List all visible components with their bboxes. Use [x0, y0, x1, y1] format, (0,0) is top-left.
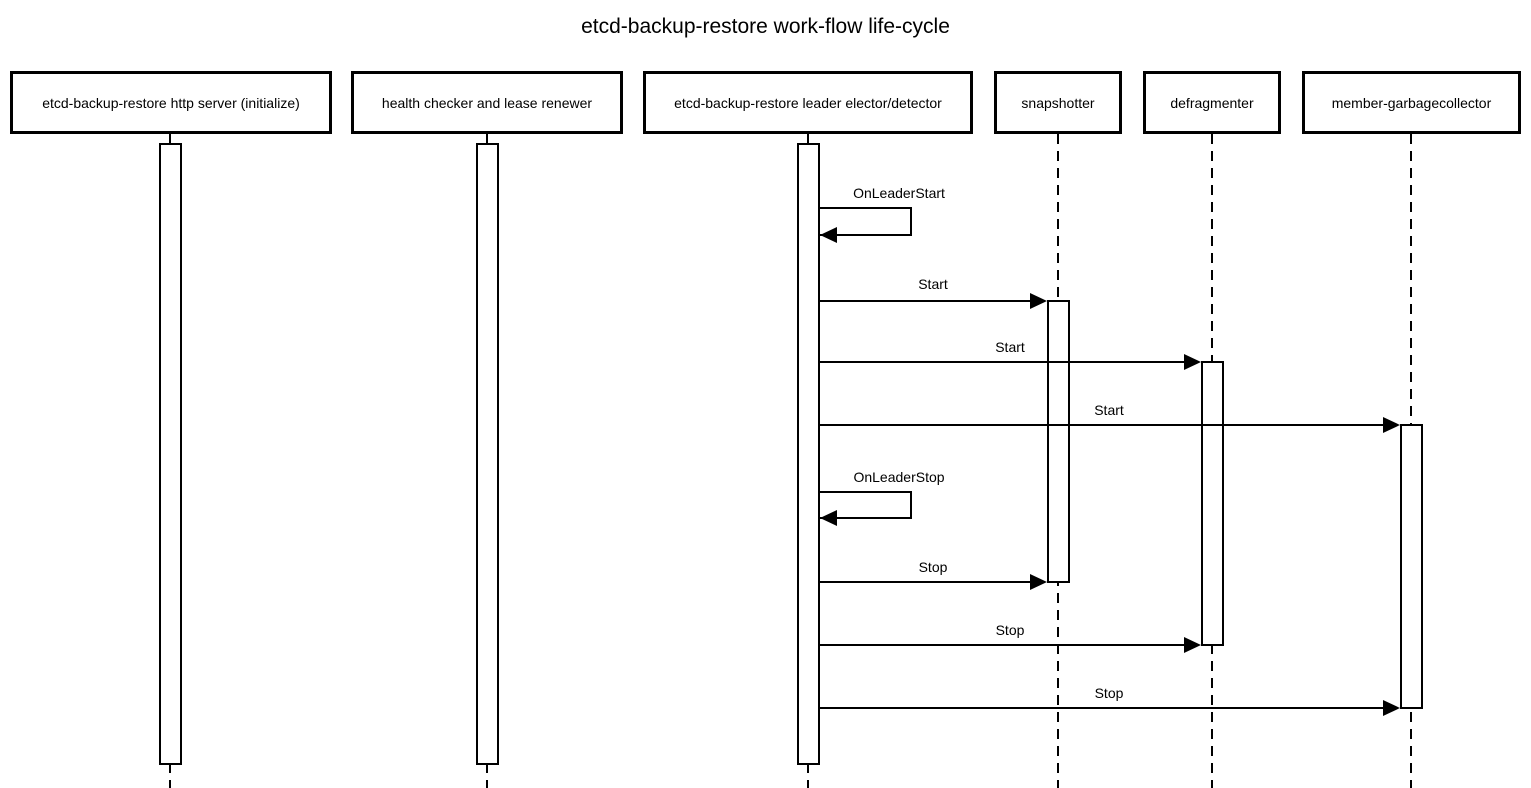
lifeline-stub [807, 133, 809, 145]
message-label: Start [1094, 402, 1124, 418]
participant-box-member-garbagecollector: member-garbagecollector [1302, 71, 1521, 134]
participant-box-health-checker: health checker and lease renewer [351, 71, 623, 134]
arrowhead-icon [1383, 417, 1400, 433]
participant-label: member-garbagecollector [1331, 94, 1492, 111]
arrowhead-icon [1184, 637, 1201, 653]
message-line [819, 581, 1031, 583]
arrowhead-icon [1030, 293, 1047, 309]
message-line [819, 644, 1185, 646]
message-label: OnLeaderStop [853, 469, 945, 485]
activation-bar-defragmenter [1201, 361, 1224, 646]
message-label: Start [918, 276, 948, 292]
participant-box-defragmenter: defragmenter [1143, 71, 1281, 134]
participant-box-snapshotter: snapshotter [994, 71, 1122, 134]
activation-bar-member-garbagecollector [1400, 424, 1423, 709]
arrowhead-icon [1184, 354, 1201, 370]
participant-label: health checker and lease renewer [381, 94, 593, 111]
message-label: OnLeaderStart [853, 185, 945, 201]
message-label: Stop [995, 622, 1025, 638]
diagram-title: etcd-backup-restore work-flow life-cycle [581, 15, 950, 38]
activation-bar-leader-elector [797, 143, 820, 765]
message-line [819, 361, 1185, 363]
arrowhead-icon [820, 227, 837, 243]
participant-label: snapshotter [1021, 94, 1095, 111]
lifeline-stub [169, 133, 171, 145]
message-line [819, 300, 1031, 302]
message-line [819, 707, 1384, 709]
participant-box-http-server: etcd-backup-restore http server (initial… [10, 71, 332, 134]
participant-label: defragmenter [1170, 94, 1254, 111]
participant-box-leader-elector: etcd-backup-restore leader elector/detec… [643, 71, 973, 134]
arrowhead-icon [820, 510, 837, 526]
self-message-loop [820, 491, 912, 519]
message-label: Stop [1094, 685, 1124, 701]
self-message-loop [820, 207, 912, 236]
activation-bar-health-checker [476, 143, 499, 765]
message-label: Start [995, 339, 1025, 355]
lifeline-stub [486, 133, 488, 145]
arrowhead-icon [1030, 574, 1047, 590]
activation-bar-http-server [159, 143, 182, 765]
participant-label: etcd-backup-restore http server (initial… [42, 94, 300, 111]
arrowhead-icon [1383, 700, 1400, 716]
participant-label: etcd-backup-restore leader elector/detec… [674, 94, 942, 111]
message-line [819, 424, 1384, 426]
message-label: Stop [918, 559, 948, 575]
activation-bar-snapshotter [1047, 300, 1070, 583]
